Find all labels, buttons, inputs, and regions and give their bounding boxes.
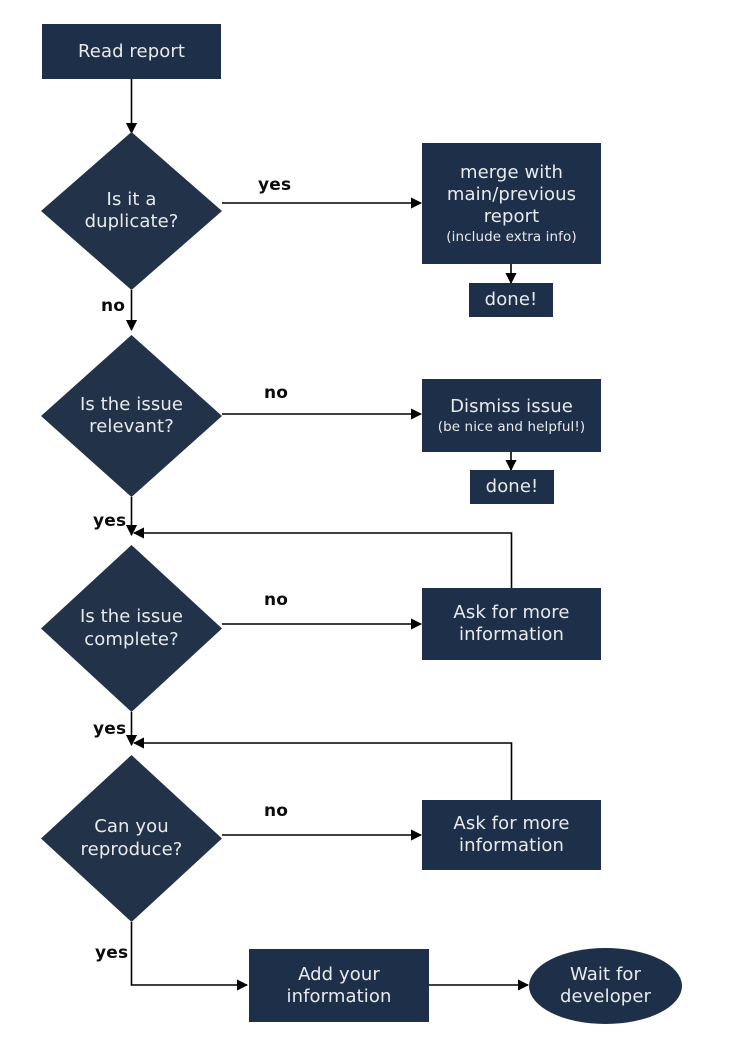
node-ask-more-info-2[interactable]: Ask for more information <box>422 800 601 870</box>
edge-label-complete-no: no <box>264 590 289 610</box>
node-ask-more-info-1-line2: information <box>459 624 564 645</box>
edge-label-complete-yes: yes <box>93 719 127 739</box>
edge-label-reproduce-yes: yes <box>95 943 129 963</box>
node-merge-report-subtext: (include extra info) <box>446 228 577 245</box>
node-can-reproduce-line2: reproduce? <box>80 838 183 860</box>
node-add-your-information[interactable]: Add your information <box>249 949 429 1022</box>
node-done-dismiss[interactable]: done! <box>470 470 554 504</box>
node-read-report-label: Read report <box>77 40 186 62</box>
node-can-reproduce[interactable]: Can you reproduce? <box>41 755 222 922</box>
node-is-complete-label: Is the issue complete? <box>41 545 222 712</box>
node-is-duplicate[interactable]: Is it a duplicate? <box>41 132 222 290</box>
node-dismiss-issue-subtext: (be nice and helpful!) <box>437 418 586 435</box>
edge-label-reproduce-no: no <box>264 801 289 821</box>
node-ask-more-info-2-line1: Ask for more <box>453 813 570 835</box>
node-wait-for-developer-line1: Wait for <box>569 964 641 986</box>
node-done-dismiss-label: done! <box>485 476 539 498</box>
node-can-reproduce-label: Can you reproduce? <box>41 755 222 922</box>
node-is-relevant-label: Is the issue relevant? <box>41 335 222 497</box>
node-ask-more-info-1-line1: Ask for more <box>453 602 570 624</box>
node-merge-report-line2: main/previous <box>446 183 577 205</box>
node-dismiss-issue[interactable]: Dismiss issue (be nice and helpful!) <box>422 379 601 452</box>
node-is-duplicate-line2: duplicate? <box>84 211 179 232</box>
edge-reproduce-yes-to-add-info <box>130 922 249 991</box>
node-read-report[interactable]: Read report <box>42 24 221 79</box>
node-merge-report[interactable]: merge with main/previous report (include… <box>422 143 601 264</box>
node-merge-report-line3: report <box>483 205 540 227</box>
node-wait-for-developer-line2: developer <box>559 986 652 1007</box>
node-ask-more-info-2-line2: information <box>459 835 564 856</box>
node-done-merge[interactable]: done! <box>469 283 553 317</box>
node-merge-report-line1: merge with <box>459 161 564 183</box>
node-is-relevant[interactable]: Is the issue relevant? <box>41 335 222 497</box>
edge-label-relevant-no: no <box>264 383 289 403</box>
node-add-your-information-line1: Add your <box>298 963 380 985</box>
node-ask-more-info-1[interactable]: Ask for more information <box>422 588 601 660</box>
node-is-complete-line2: complete? <box>84 628 179 650</box>
node-wait-for-developer[interactable]: Wait for developer <box>529 948 682 1024</box>
node-done-merge-label: done! <box>484 289 538 311</box>
node-can-reproduce-line1: Can you <box>94 816 169 837</box>
node-is-duplicate-line1: Is it a <box>106 188 157 210</box>
edge-label-duplicate-yes: yes <box>258 175 292 195</box>
node-is-relevant-line2: relevant? <box>89 416 174 437</box>
node-add-your-information-line2: information <box>286 985 392 1007</box>
edge-label-relevant-yes: yes <box>93 511 127 531</box>
node-is-complete-line1: Is the issue <box>79 606 184 627</box>
node-dismiss-issue-label: Dismiss issue <box>450 395 573 417</box>
node-is-complete[interactable]: Is the issue complete? <box>41 545 222 712</box>
node-is-relevant-line1: Is the issue <box>79 393 184 415</box>
node-is-duplicate-label: Is it a duplicate? <box>41 132 222 290</box>
edge-label-duplicate-no: no <box>101 296 126 316</box>
